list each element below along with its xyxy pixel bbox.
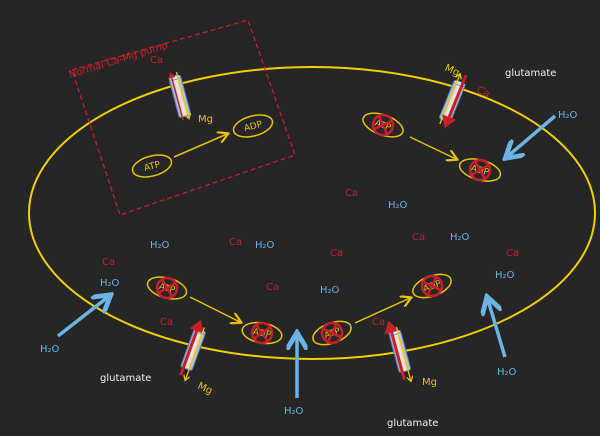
h2o-label: H₂O [100, 278, 120, 289]
reaction-arrow [189, 296, 240, 322]
h2o-label: H₂O [284, 406, 304, 417]
ca-label: Ca [506, 248, 519, 259]
ca-label: Ca [150, 55, 163, 66]
glutamate-label: glutamate [387, 418, 438, 429]
h2o-label: H₂O [497, 367, 517, 378]
svg-text:ATP: ATP [143, 160, 162, 174]
water-influx-arrow [56, 297, 108, 338]
reaction-arrow [354, 298, 410, 324]
ca-label: Ca [330, 248, 343, 259]
ca-label: Ca [229, 237, 242, 248]
mg-label: Mg [196, 381, 214, 397]
ca-label: Ca [345, 188, 358, 199]
atp-blocked: ATP [146, 274, 188, 302]
svg-text:ADP: ADP [243, 120, 264, 135]
adp-blocked: ADP [458, 156, 502, 184]
pump-top-right [438, 72, 468, 129]
adp-blocked: ADP [241, 320, 283, 346]
h2o-label: H₂O [558, 110, 578, 121]
ca-label: Ca [412, 232, 425, 243]
atp-blocked: ATP [362, 110, 404, 140]
h2o-label: H₂O [450, 232, 470, 243]
pump-normal [168, 71, 192, 121]
glutamate-label: glutamate [505, 68, 556, 79]
adp-molecule: ADP [232, 114, 274, 138]
glutamate-label: glutamate [100, 373, 151, 384]
cell-membrane [28, 66, 596, 360]
mg-label: Mg [443, 63, 461, 79]
pump-bottom-right [384, 320, 413, 382]
water-influx-arrow [488, 300, 507, 358]
ca-label: Ca [102, 257, 115, 268]
reaction-arrow [409, 136, 456, 159]
mg-label: Mg [422, 377, 437, 388]
ca-label: Ca [160, 317, 173, 328]
h2o-label: H₂O [150, 240, 170, 251]
reaction-arrow [173, 134, 227, 158]
ca-label: Ca [266, 282, 279, 293]
pump-bottom-left [179, 319, 207, 381]
h2o-label: H₂O [495, 270, 515, 281]
atp-blocked: ATP [312, 318, 352, 348]
h2o-label: H₂O [320, 285, 340, 296]
h2o-label: H₂O [388, 200, 408, 211]
water-influx-arrow [508, 114, 557, 156]
atp-molecule: ATP [131, 154, 173, 178]
h2o-label: H₂O [255, 240, 275, 251]
ca-label: Ca [372, 317, 385, 328]
mg-label: Mg [198, 114, 213, 125]
h2o-label: H₂O [40, 344, 60, 355]
ca-label: Ca [475, 85, 492, 101]
adp-blocked: ADP [412, 271, 452, 301]
